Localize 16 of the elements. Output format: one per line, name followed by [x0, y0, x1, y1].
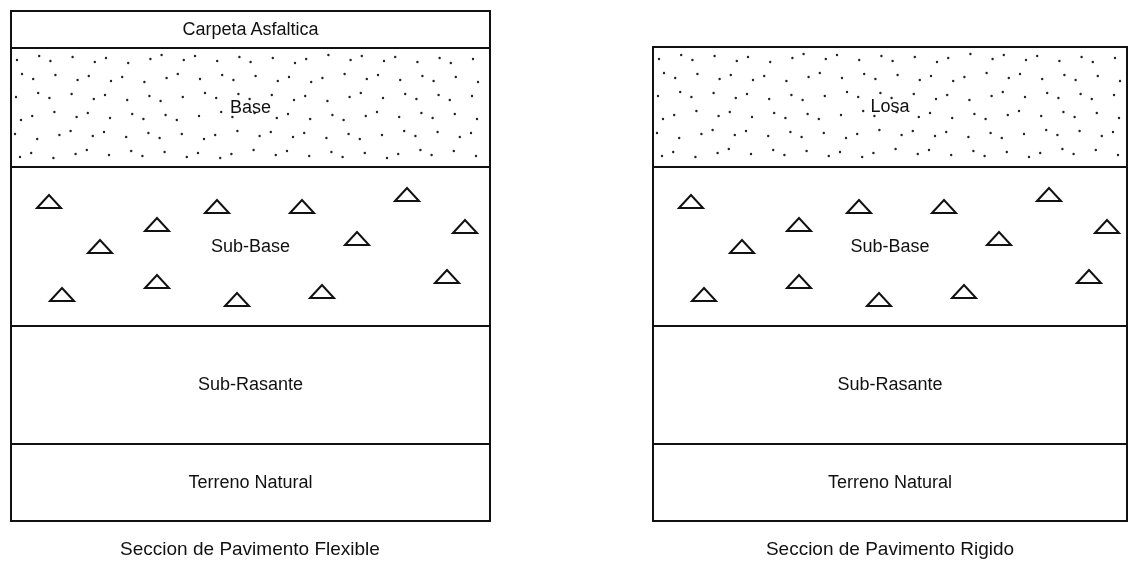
- layer-label: Sub-Base: [850, 235, 930, 256]
- layer-label: Terreno Natural: [827, 471, 953, 492]
- layer-label: Losa: [870, 96, 910, 116]
- section-caption: Seccion de Pavimento Rigido: [765, 538, 1015, 560]
- layer-label: Sub-Rasante: [837, 374, 943, 394]
- pavement-layer: [652, 325, 1128, 445]
- section-caption: Seccion de Pavimento Flexible: [120, 538, 380, 560]
- layer-label: Terreno Natural: [188, 471, 313, 492]
- layer-label: Sub-Rasante: [197, 374, 304, 394]
- layer-label: Carpeta Asfaltica: [182, 18, 319, 39]
- pavement-layer: [10, 325, 491, 445]
- pavement-layer: [10, 443, 491, 522]
- pavement-layer: [10, 10, 491, 49]
- pavement-layer: [652, 443, 1128, 522]
- layer-label: Sub-Base: [210, 235, 291, 256]
- layer-label: Base: [230, 96, 271, 117]
